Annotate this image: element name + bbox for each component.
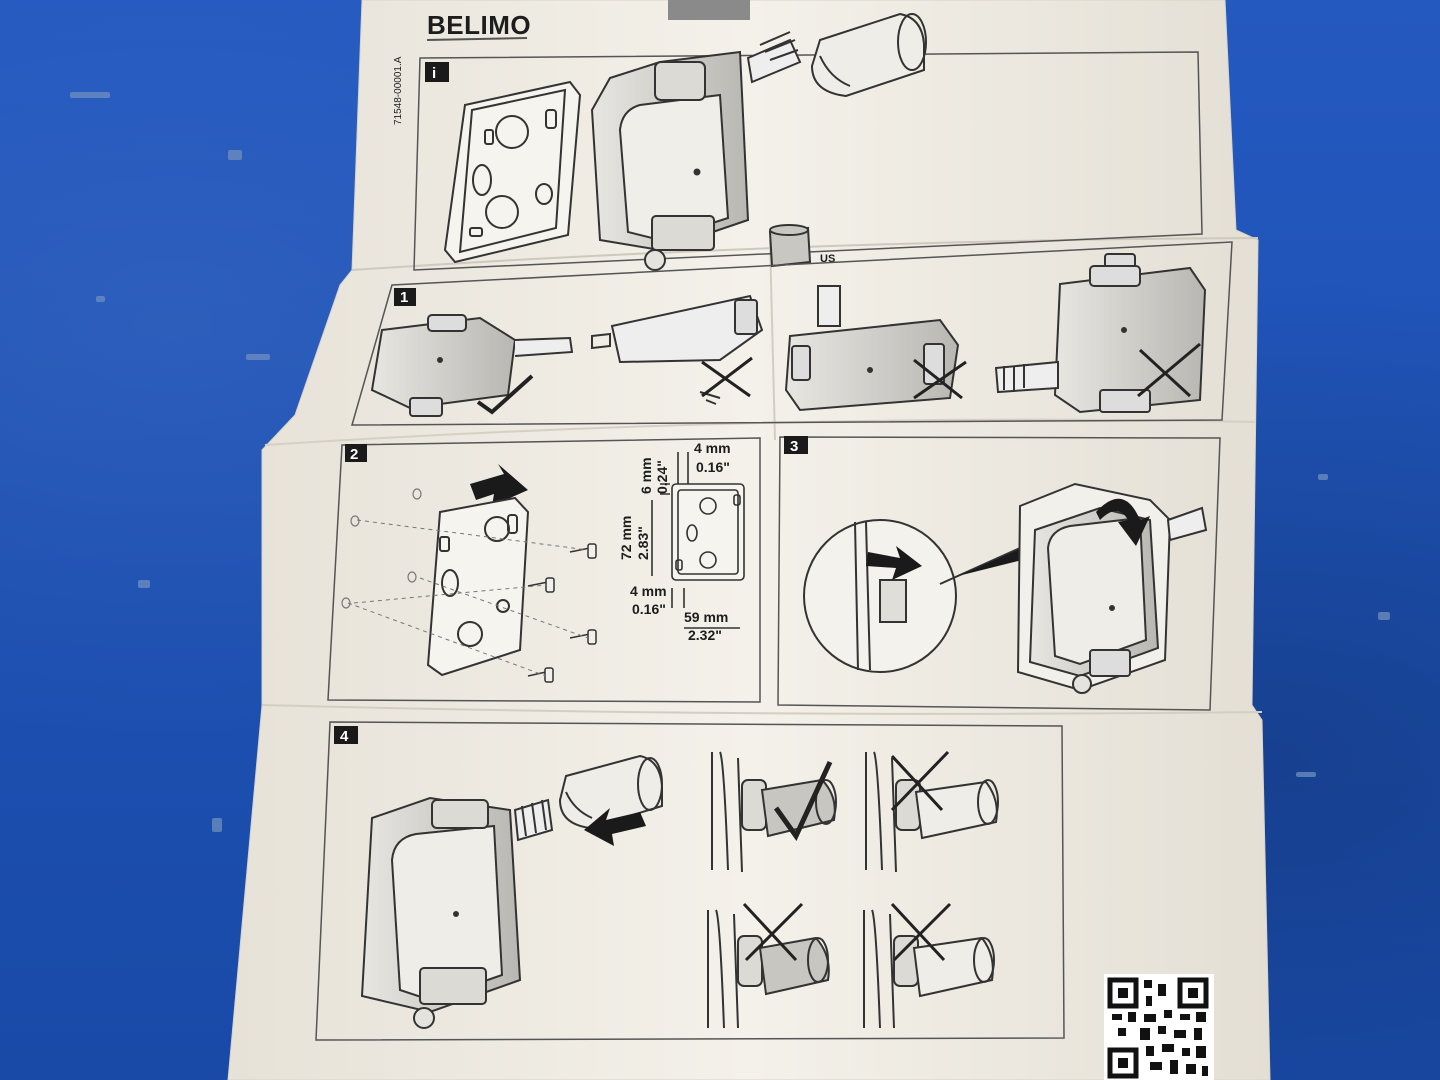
drill-hole-marker bbox=[341, 488, 422, 609]
rotate-arrow-icon bbox=[1096, 498, 1150, 546]
svg-text:3: 3 bbox=[790, 438, 798, 455]
svg-text:1: 1 bbox=[400, 289, 408, 306]
us-conduit-fitting-drawing bbox=[768, 224, 812, 268]
cross-icon bbox=[701, 356, 753, 398]
cross-icon bbox=[890, 750, 950, 812]
cross-icon bbox=[890, 902, 952, 962]
anti-rotation-clip-drawing bbox=[810, 12, 927, 98]
dim-side-in: 0.24" bbox=[654, 460, 670, 494]
slide-arrow-icon bbox=[470, 464, 528, 506]
surface-mark bbox=[1318, 474, 1328, 480]
checkmark-icon bbox=[476, 374, 534, 415]
dim-width-in: 2.32" bbox=[688, 627, 722, 643]
svg-text:2: 2 bbox=[350, 446, 358, 463]
fold-crease bbox=[261, 704, 1263, 715]
brand-logo: BELIMO bbox=[427, 10, 531, 40]
anti-rotation-clip-drawing bbox=[558, 754, 663, 830]
detail-zoom-drawing bbox=[803, 519, 1022, 673]
cross-icon bbox=[742, 902, 804, 962]
correct-orientation-drawing bbox=[370, 294, 764, 417]
surface-mark bbox=[1378, 612, 1390, 620]
panel-step-4: 4 bbox=[315, 721, 1065, 1041]
dim-top-mm: 4 mm bbox=[694, 440, 731, 456]
dimension-drawing bbox=[651, 452, 745, 629]
surface-mark bbox=[1296, 772, 1316, 777]
step-marker-3 bbox=[784, 436, 808, 454]
qr-code bbox=[1104, 974, 1214, 1080]
panel-step-1: 1 bbox=[351, 241, 1233, 426]
clip-detail-wrong bbox=[865, 751, 999, 873]
step-marker-1 bbox=[394, 288, 416, 306]
document-number: 71548-00001.A bbox=[393, 56, 404, 125]
surface-mark bbox=[228, 150, 242, 160]
dim-height-in: 2.83" bbox=[635, 526, 651, 560]
surface-mark bbox=[70, 92, 110, 98]
surface-mark bbox=[212, 818, 222, 832]
actuator-drawing bbox=[360, 796, 554, 1029]
panel-step-3: 3 bbox=[777, 436, 1221, 711]
dim-width-mm: 59 mm bbox=[684, 609, 728, 625]
dim-side-mm: 6 mm bbox=[638, 457, 654, 494]
actuator-drawing bbox=[590, 31, 802, 271]
step-marker-info bbox=[425, 62, 449, 82]
clip-detail-wrong bbox=[707, 909, 830, 1029]
surface-mark bbox=[96, 296, 105, 302]
cross-icon bbox=[1137, 342, 1201, 398]
mounting-plate-drawing bbox=[443, 80, 582, 264]
panel-step-2: 2 bbox=[327, 437, 761, 703]
header-gray-bar bbox=[668, 0, 750, 20]
surface-mark bbox=[138, 580, 150, 588]
dim-top-in: 0.16" bbox=[696, 459, 730, 475]
dim-height-mm: 72 mm bbox=[618, 516, 634, 560]
clip-detail-wrong bbox=[863, 909, 995, 1029]
dim-bottom-in: 0.16" bbox=[632, 601, 666, 617]
push-arrow-icon bbox=[584, 808, 646, 846]
push-arrow-icon bbox=[866, 546, 922, 580]
screw-icon bbox=[527, 543, 597, 683]
surface-mark bbox=[246, 354, 270, 360]
step-marker-4 bbox=[334, 726, 358, 744]
brand-underline bbox=[426, 37, 528, 41]
fold-crease bbox=[769, 239, 776, 441]
dim-bottom-mm: 4 mm bbox=[630, 583, 667, 599]
screw-hole-guides bbox=[347, 519, 589, 677]
cross-icon bbox=[913, 358, 967, 400]
step-marker-2 bbox=[345, 444, 367, 462]
svg-text:i: i bbox=[432, 65, 436, 82]
checkmark-icon bbox=[773, 760, 833, 841]
svg-text:4: 4 bbox=[340, 728, 349, 745]
mounting-plate-drawing bbox=[426, 496, 530, 677]
panel-info: i bbox=[413, 12, 1203, 271]
wrong-orientation-drawing bbox=[784, 285, 960, 412]
